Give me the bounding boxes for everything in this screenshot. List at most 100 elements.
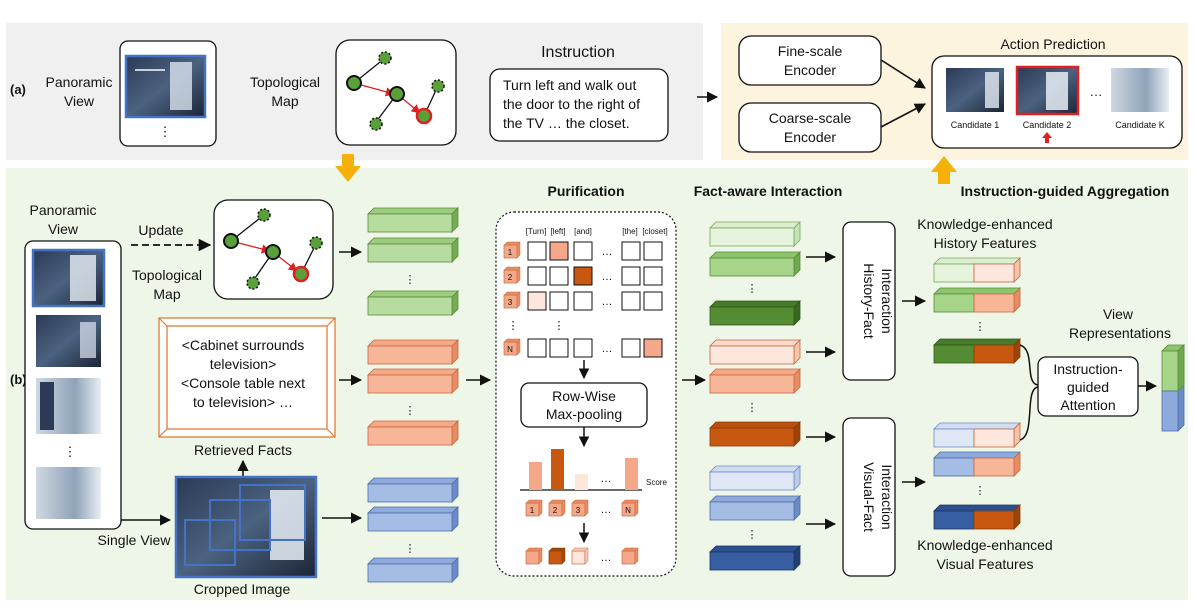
svg-text:…: … bbox=[601, 504, 612, 516]
ke-history-line1: Knowledge-enhanced bbox=[917, 216, 1052, 232]
row-label-1: 1 bbox=[508, 248, 513, 257]
panel-a-panoramic-dots: ⋮ bbox=[159, 124, 172, 139]
panel-a-topo-line1: Topological bbox=[250, 74, 320, 90]
view-repr-line1: View bbox=[1103, 306, 1134, 322]
instruction-title: Instruction bbox=[541, 44, 615, 61]
single-view-label: Single View bbox=[98, 532, 172, 548]
svg-text:⋮: ⋮ bbox=[975, 321, 986, 333]
svg-text:⋮: ⋮ bbox=[554, 320, 565, 332]
panoramic-image-4 bbox=[36, 467, 101, 519]
candidate-2-label: Candidate 2 bbox=[1023, 120, 1072, 130]
svg-text:⋮: ⋮ bbox=[405, 274, 416, 286]
arrow-fine-to-prediction bbox=[880, 59, 926, 89]
svg-text:⋮: ⋮ bbox=[747, 402, 758, 414]
fact-line3: <Console table next bbox=[181, 375, 305, 391]
selected-fact-cubes: … bbox=[525, 547, 639, 565]
panel-b-label: (b) bbox=[10, 372, 27, 387]
facts-box-inner bbox=[166, 325, 328, 430]
fact-line4: to television> … bbox=[193, 394, 293, 410]
fact-feature-stack: ⋮ bbox=[367, 339, 459, 446]
token-left: [left] bbox=[550, 227, 565, 236]
panel-a-panoramic-line2: View bbox=[64, 93, 95, 109]
instruction-box bbox=[489, 68, 669, 142]
candidate-ellipsis: … bbox=[1090, 84, 1103, 99]
history-fact-interaction-box bbox=[842, 221, 896, 381]
score-matrix: … … … ⋮ ⋮ … bbox=[508, 241, 663, 358]
score-index-3: 3 bbox=[576, 506, 581, 515]
rowwise-line2: Max-pooling bbox=[546, 406, 622, 422]
score-index-1: 1 bbox=[530, 506, 535, 515]
visual-fact-interaction-box bbox=[842, 417, 896, 577]
token-and: [and] bbox=[574, 227, 592, 236]
candidate-k-image bbox=[1111, 68, 1169, 112]
score-index-n: N bbox=[625, 506, 631, 515]
fact-history-stack: ⋮ bbox=[709, 221, 801, 326]
fact-line2: television> bbox=[210, 356, 277, 372]
svg-text:…: … bbox=[601, 473, 612, 485]
panel-a-topo-graph bbox=[346, 51, 445, 131]
panel-b-topo-line2: Map bbox=[153, 286, 180, 302]
action-prediction-title: Action Prediction bbox=[1000, 36, 1105, 52]
coarse-scale-encoder-box bbox=[738, 102, 882, 153]
instruction-line3: the TV … the closet. bbox=[503, 115, 630, 131]
panoramic-dots: ⋮ bbox=[64, 444, 77, 459]
panel-a-panoramic-line1: Panoramic bbox=[46, 74, 113, 90]
candidate-1-label: Candidate 1 bbox=[951, 120, 1000, 130]
arrow-a-to-b-icon bbox=[335, 154, 361, 182]
visual-fact-line1: Visual-Fact bbox=[861, 462, 877, 532]
fact-line1: <Cabinet surrounds bbox=[182, 337, 305, 353]
svg-text:…: … bbox=[602, 343, 613, 355]
retrieved-facts-label: Retrieved Facts bbox=[194, 442, 292, 458]
view-representation-vector bbox=[1161, 344, 1185, 432]
token-closet: [closet] bbox=[642, 227, 667, 236]
fact-fact-stack: ⋮ bbox=[709, 339, 801, 447]
panel-a-topo-line2: Map bbox=[271, 93, 298, 109]
coarse-encoder-line1: Coarse-scale bbox=[769, 110, 852, 126]
arrow-coarse-to-prediction bbox=[880, 103, 926, 128]
ke-visual-line1: Knowledge-enhanced bbox=[917, 537, 1052, 553]
row-label-3: 3 bbox=[508, 298, 513, 307]
visual-fact-line2: Interaction bbox=[879, 464, 895, 529]
history-fact-line2: Interaction bbox=[879, 268, 895, 333]
fact-aware-title: Fact-aware Interaction bbox=[694, 183, 843, 199]
instruction-line2: the door to the right of bbox=[503, 96, 640, 112]
attention-line1: Instruction- bbox=[1053, 361, 1123, 377]
score-label: Score bbox=[646, 478, 667, 487]
attention-line3: Attention bbox=[1060, 397, 1115, 413]
svg-text:⋮: ⋮ bbox=[405, 543, 416, 555]
aggregation-title: Instruction-guided Aggregation bbox=[961, 183, 1170, 199]
update-label: Update bbox=[138, 222, 183, 238]
ke-visual-line2: Visual Features bbox=[936, 556, 1033, 572]
ke-history-stack: ⋮ bbox=[933, 257, 1021, 364]
fine-encoder-line2: Encoder bbox=[784, 62, 836, 78]
connector-visual-to-attention bbox=[1019, 386, 1039, 441]
history-feature-stack: ⋮ bbox=[367, 207, 459, 316]
candidate-k-label: Candidate K bbox=[1115, 120, 1165, 130]
token-the: [the] bbox=[622, 227, 638, 236]
token-turn: [Turn] bbox=[526, 227, 547, 236]
svg-text:…: … bbox=[602, 296, 613, 308]
panel-b-topo-graph bbox=[223, 208, 323, 290]
panel-b-topo-line1: Topological bbox=[132, 267, 202, 283]
fact-visual-stack: ⋮ bbox=[709, 465, 801, 571]
svg-text:⋮: ⋮ bbox=[747, 283, 758, 295]
ke-history-line2: History Features bbox=[934, 235, 1037, 251]
panel-b-panoramic-line1: Panoramic bbox=[30, 202, 97, 218]
history-fact-line1: History-Fact bbox=[861, 263, 877, 339]
panel-a-label: (a) bbox=[10, 82, 26, 97]
instruction-line1: Turn left and walk out bbox=[503, 77, 636, 93]
attention-line2: guided bbox=[1067, 379, 1109, 395]
row-label-2: 2 bbox=[508, 273, 513, 282]
connector-history-to-attention bbox=[1019, 344, 1039, 386]
row-label-cubes bbox=[503, 241, 521, 356]
score-bars: … bbox=[520, 449, 642, 491]
score-index-2: 2 bbox=[553, 506, 558, 515]
score-index-cubes: … bbox=[525, 499, 639, 517]
svg-text:…: … bbox=[602, 271, 613, 283]
svg-text:⋮: ⋮ bbox=[747, 529, 758, 541]
svg-text:⋮: ⋮ bbox=[508, 320, 519, 332]
svg-text:…: … bbox=[601, 552, 612, 564]
fine-encoder-line1: Fine-scale bbox=[778, 43, 843, 59]
view-repr-line2: Representations bbox=[1069, 325, 1171, 341]
